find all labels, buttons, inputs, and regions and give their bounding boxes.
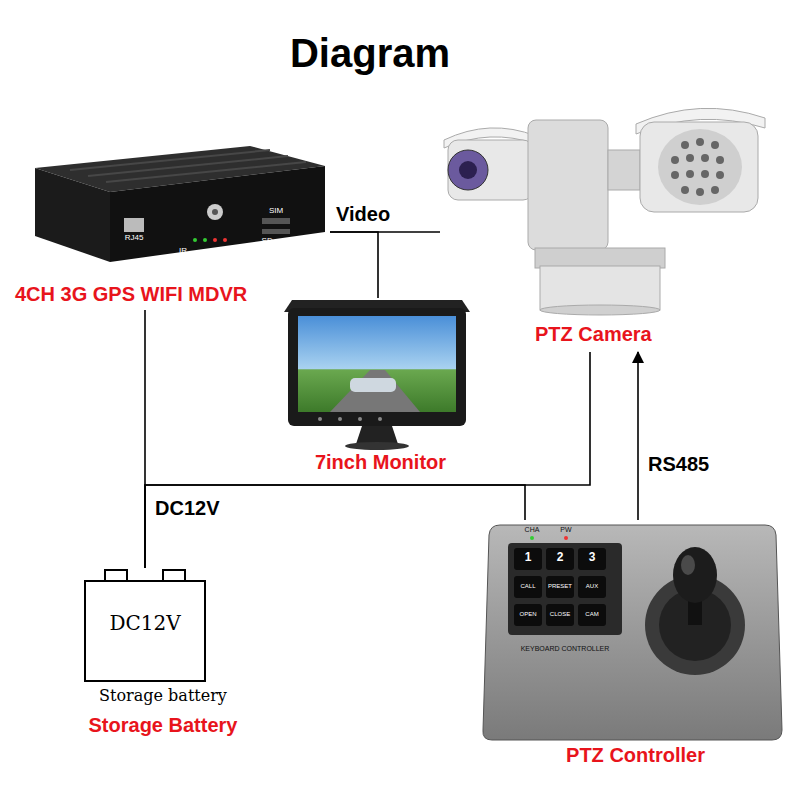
device-label: 7inch Monitor [288,451,473,474]
device-marking: PRESET [546,583,574,590]
device-marking: CAM [578,611,606,618]
device-label: PTZ Camera [535,323,652,346]
device-marking: 1 [514,551,542,565]
cable-line [145,352,590,568]
mdvr-device: 4CH 3G GPS WIFI MDVR [10,150,330,310]
device-marking: SD card [256,236,296,245]
device-label: Storage battery [63,687,263,705]
device-marking: CLOSE [546,611,574,618]
device-label: 4CH 3G GPS WIFI MDVR [15,283,247,306]
device-marking: CALL [514,583,542,590]
controller-illustration [483,525,782,740]
battery-illustration [85,570,205,681]
cable-line [145,485,525,568]
signal-label: DC12V [153,497,221,520]
device-label: Storage Battery [63,714,263,737]
device-label: PTZ Controller [483,744,788,767]
device-marking: 3 [578,551,606,565]
ptz-camera: PTZ Camera [440,105,770,352]
device-marking: PW [556,526,576,534]
camera-illustration [444,108,765,315]
device-label: DC12V [85,612,205,635]
device-marking: OPEN [514,611,542,618]
storage-battery: DC12V Storage batteryStorage Battery [60,568,263,763]
device-marking: 2 [546,551,574,565]
device-marking: RJ45 [120,233,148,242]
device-marking: KEYBOARD CONTROLLER [505,645,625,653]
signal-label: RS485 [646,453,711,476]
cable-line [330,232,378,298]
device-marking: IR [176,246,190,255]
cable-line [637,352,639,520]
diagram-title: Diagram [0,30,740,76]
monitor-illustration [284,300,470,450]
device-marking: CHA [520,526,544,534]
device-marking: SIM [262,206,290,215]
device-marking: AUX [578,583,606,590]
monitor-device: 7inch Monitor [285,298,473,478]
signal-label: Video [334,203,392,226]
mdvr-illustration [35,146,325,262]
